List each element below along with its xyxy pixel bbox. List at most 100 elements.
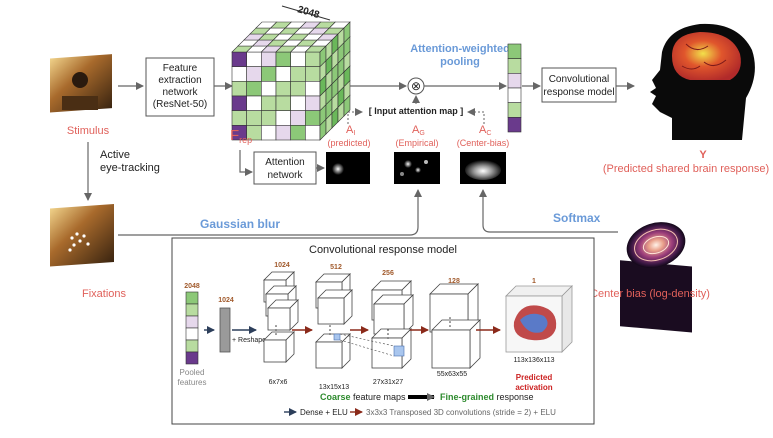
stimulus-label: Stimulus bbox=[67, 125, 110, 137]
stage-bottom-label: 55x63x55 bbox=[437, 371, 467, 378]
legend-conv-label: 3x3x3 Transposed 3D convolutions (stride… bbox=[366, 408, 556, 417]
vector-cell bbox=[507, 43, 522, 59]
panel-pooled-line2: features bbox=[178, 378, 207, 387]
vector-cell bbox=[507, 117, 522, 133]
cube-front-cell bbox=[261, 125, 277, 141]
map-desc-ai: (predicted) bbox=[327, 138, 370, 148]
brain-caption: (Predicted shared brain response) bbox=[603, 163, 769, 175]
pooling-label-1: Attention-weighted bbox=[410, 43, 510, 55]
output-cube-side bbox=[561, 285, 573, 353]
panel-pooled-dim: 2048 bbox=[184, 283, 200, 290]
vector-cell bbox=[185, 351, 199, 365]
attention-net-line2: network bbox=[267, 170, 303, 181]
stage-cube bbox=[315, 333, 351, 369]
kernel-large bbox=[393, 345, 405, 357]
cube-front-cell bbox=[246, 81, 262, 97]
output-cube-top bbox=[505, 285, 573, 297]
cube-front-cell bbox=[246, 66, 262, 82]
feature-net-line4: (ResNet-50) bbox=[153, 99, 207, 110]
stage-cube bbox=[371, 328, 412, 369]
cube-front-cell bbox=[305, 66, 321, 82]
map-label-ac: AC bbox=[479, 124, 491, 137]
attention-net-line1: Attention bbox=[265, 157, 304, 168]
stage-cube bbox=[431, 319, 481, 369]
cube-front-cell bbox=[261, 66, 277, 82]
vector-cell bbox=[185, 303, 199, 317]
cube-front-cell bbox=[275, 125, 291, 141]
cube-dim-label: 2048 bbox=[296, 4, 321, 21]
cube-front-cell bbox=[246, 110, 262, 126]
softmax-arrow bbox=[479, 189, 618, 233]
vector-cell bbox=[507, 102, 522, 118]
panel-stages: 10246x7x651213x15x1325627x31x2712855x63x… bbox=[263, 262, 573, 391]
feature-net-line2: extraction bbox=[158, 75, 201, 86]
panel-title: Convolutional response model bbox=[309, 244, 457, 256]
map-label-ai: AI bbox=[346, 124, 355, 137]
cube-front-cell bbox=[305, 95, 321, 111]
cube-front-cell bbox=[290, 51, 306, 67]
stage-top-label: 256 bbox=[382, 270, 394, 277]
cube-front-cell bbox=[261, 110, 277, 126]
cube-front-cell bbox=[275, 81, 291, 97]
predicted-line1: Predicted bbox=[516, 373, 553, 382]
stage-cube bbox=[267, 299, 299, 331]
cube-front-cell bbox=[246, 95, 262, 111]
softmax-label: Softmax bbox=[553, 211, 601, 225]
cube-front-cell bbox=[231, 95, 247, 111]
cube-front-cell bbox=[261, 51, 277, 67]
stage-bottom-label: 6x7x6 bbox=[269, 379, 288, 386]
vector-cell bbox=[185, 327, 199, 341]
cube-front-cell bbox=[275, 110, 291, 126]
panel-reshape-label: + Reshape bbox=[232, 337, 266, 344]
cube-front-cell bbox=[305, 110, 321, 126]
cube-front-cell bbox=[231, 81, 247, 97]
cube-front-cell bbox=[231, 110, 247, 126]
pooling-symbol: ⊗ bbox=[411, 79, 421, 93]
fixations-label: Fixations bbox=[82, 288, 127, 300]
cube-front-cell bbox=[231, 51, 247, 67]
panel-dense-bar bbox=[219, 307, 231, 353]
fine-label: Fine-grained response bbox=[440, 392, 534, 402]
input-attention-map-label: [ Input attention map ] bbox=[369, 106, 464, 116]
f-rep-label: Frep bbox=[230, 127, 252, 145]
cube-front-cell bbox=[290, 81, 306, 97]
cube-front-cell bbox=[275, 95, 291, 111]
conv-response-model-box bbox=[541, 67, 617, 103]
gaussian-blur-label: Gaussian blur bbox=[200, 217, 280, 231]
cube-front-cell bbox=[290, 125, 306, 141]
conv-model-line1: Convolutional bbox=[549, 74, 610, 85]
eye-tracking-label-2: eye-tracking bbox=[100, 162, 160, 174]
stage-bottom-label: 27x31x27 bbox=[373, 379, 403, 386]
cube-front-cell bbox=[275, 66, 291, 82]
stage-top-label: 128 bbox=[448, 278, 460, 285]
map-desc-ag: (Empirical) bbox=[395, 138, 438, 148]
cube-front-cell bbox=[246, 51, 262, 67]
feature-cube bbox=[231, 21, 351, 141]
vector-cell bbox=[507, 58, 522, 74]
center-bias-image bbox=[620, 222, 692, 333]
eye-tracking-label-1: Active bbox=[100, 149, 130, 161]
stage-cube bbox=[263, 331, 295, 363]
cube-front-cell bbox=[290, 95, 306, 111]
cube-front-cell bbox=[290, 66, 306, 82]
panel-pooled-line1: Pooled bbox=[180, 368, 205, 377]
coarse-label: Coarse feature maps bbox=[320, 392, 406, 402]
stage-top-label: 1024 bbox=[274, 262, 290, 269]
vector-cell bbox=[507, 87, 522, 103]
pooling-label-2: pooling bbox=[440, 56, 480, 68]
cube-front-cell bbox=[290, 110, 306, 126]
stage-top-label: 512 bbox=[330, 264, 342, 271]
output-brain-inner bbox=[520, 313, 548, 333]
predicted-line2: activation bbox=[515, 383, 552, 392]
map-label-ag: AG bbox=[412, 124, 425, 137]
conv-model-line2: response model bbox=[543, 87, 614, 98]
vector-cell bbox=[185, 291, 199, 305]
feature-net-line1: Feature bbox=[163, 63, 198, 74]
cube-front-cell bbox=[261, 81, 277, 97]
panel-dense-dim: 1024 bbox=[218, 297, 234, 304]
cube-front-cell bbox=[305, 81, 321, 97]
cube-front-cell bbox=[261, 95, 277, 111]
cube-front-cell bbox=[275, 51, 291, 67]
vector-cell bbox=[185, 339, 199, 353]
